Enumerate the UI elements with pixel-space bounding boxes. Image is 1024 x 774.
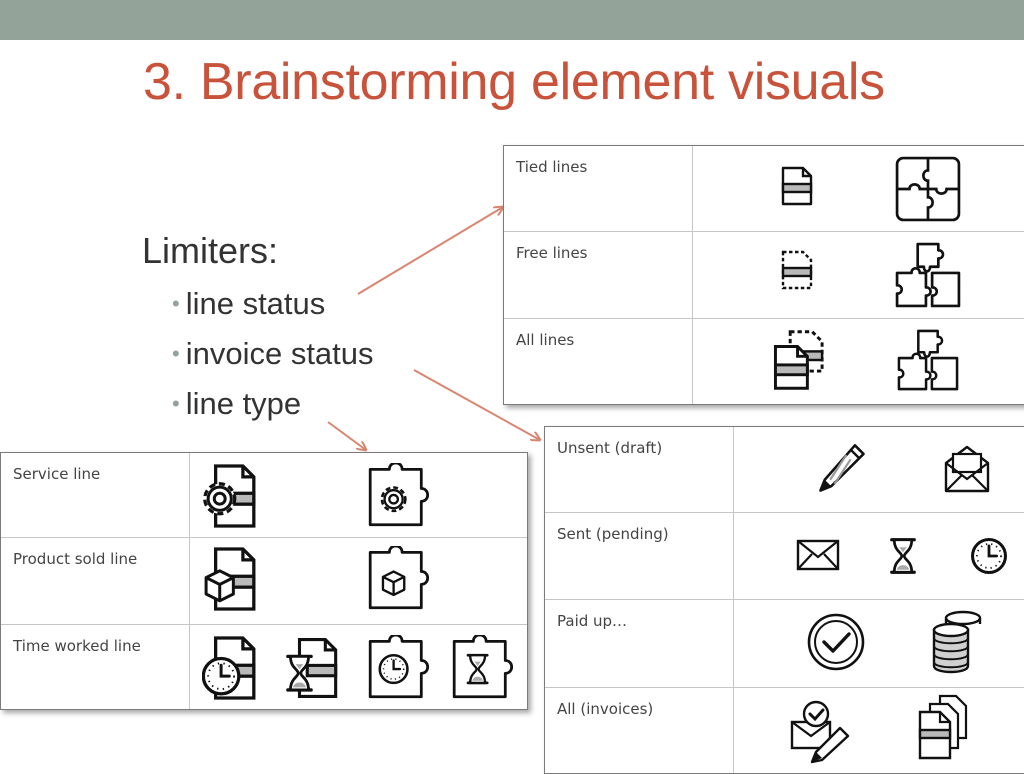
line-status-panel: Tied lines Free lines All lines xyxy=(503,145,1024,405)
table-row: Tied lines xyxy=(504,146,1024,233)
row-icons xyxy=(189,624,527,709)
row-icons xyxy=(692,318,1024,404)
solid-document-icon xyxy=(781,166,812,206)
line-type-panel: Service line Product sold line xyxy=(0,452,528,710)
envelope-icon xyxy=(796,540,839,571)
row-label-product-sold-line: Product sold line xyxy=(1,537,190,625)
invoice-status-panel: Unsent (draft) Sent (pending) xyxy=(544,426,1024,774)
invoice-status-table: Unsent (draft) Sent (pending) xyxy=(545,427,1024,773)
row-icons xyxy=(189,537,527,625)
stacked-documents-icon xyxy=(773,330,824,390)
envelope-check-pencil-icon xyxy=(790,700,849,763)
arrow-to-line-status xyxy=(357,207,503,295)
slide-title: 3. Brainstorming element visuals xyxy=(143,53,885,111)
line-status-table: Tied lines Free lines All lines xyxy=(504,146,1024,404)
clock-document-icon xyxy=(201,635,255,700)
line-type-table: Service line Product sold line xyxy=(1,453,527,709)
row-icons xyxy=(692,146,1024,233)
coin-stack-icon xyxy=(932,611,981,674)
bullet-dot: • xyxy=(172,391,180,416)
row-label-tied-lines: Tied lines xyxy=(504,146,693,233)
split-puzzle-icon xyxy=(897,329,958,391)
dashed-document-icon xyxy=(781,250,812,290)
bullet-line-status-label: line status xyxy=(185,286,326,321)
gear-document-icon xyxy=(202,464,255,528)
split-puzzle-icon xyxy=(895,242,960,308)
solid-puzzle-icon xyxy=(895,156,960,222)
bullet-dot: • xyxy=(172,341,180,366)
hourglass-document-icon xyxy=(285,637,337,698)
table-row: Time worked line xyxy=(1,624,527,709)
checkmark-circle-icon xyxy=(807,614,864,671)
row-label-all-invoices: All (invoices) xyxy=(545,687,734,773)
hourglass-puzzle-icon xyxy=(452,634,513,698)
row-icons xyxy=(692,231,1024,319)
row-label-free-lines: Free lines xyxy=(504,231,693,319)
row-label-all-lines: All lines xyxy=(504,318,693,404)
bullet-dot: • xyxy=(172,291,180,316)
hourglass-icon xyxy=(889,538,916,575)
box-document-icon xyxy=(204,547,255,611)
bullet-invoice-status-label: invoice status xyxy=(185,336,374,371)
row-icons xyxy=(733,512,1024,601)
title-bar-band xyxy=(0,0,1024,40)
row-label-sent-pending: Sent (pending) xyxy=(545,512,734,601)
row-icons xyxy=(733,427,1024,514)
bullet-line-type: •line type xyxy=(172,384,374,434)
table-row: Paid up… xyxy=(545,599,1024,688)
pencil-icon xyxy=(818,444,865,492)
row-label-service-line: Service line xyxy=(1,453,190,539)
gear-puzzle-icon xyxy=(368,463,429,527)
table-row: Sent (pending) xyxy=(545,512,1024,601)
row-label-unsent-draft: Unsent (draft) xyxy=(545,427,734,514)
bullet-line-type-label: line type xyxy=(185,386,302,421)
box-puzzle-icon xyxy=(368,546,429,610)
bullet-line-status: •line status xyxy=(172,284,374,334)
table-row: All (invoices) xyxy=(545,687,1024,773)
table-row: Product sold line xyxy=(1,537,527,625)
table-row: All lines xyxy=(504,318,1024,404)
row-icons xyxy=(189,453,527,539)
clock-icon xyxy=(970,538,1007,575)
row-label-time-worked-line: Time worked line xyxy=(1,624,190,709)
row-icons xyxy=(733,599,1024,688)
limiters-list: •line status •invoice status •line type xyxy=(172,284,374,434)
table-row: Free lines xyxy=(504,231,1024,319)
document-stack-icon xyxy=(918,694,967,759)
row-icons xyxy=(733,687,1024,773)
row-label-paid-up: Paid up… xyxy=(545,599,734,688)
limiters-heading: Limiters: xyxy=(142,230,279,271)
clock-puzzle-icon xyxy=(368,634,429,698)
table-row: Unsent (draft) xyxy=(545,427,1024,514)
table-row: Service line xyxy=(1,453,527,539)
bullet-invoice-status: •invoice status xyxy=(172,334,374,384)
open-envelope-icon xyxy=(944,445,989,493)
